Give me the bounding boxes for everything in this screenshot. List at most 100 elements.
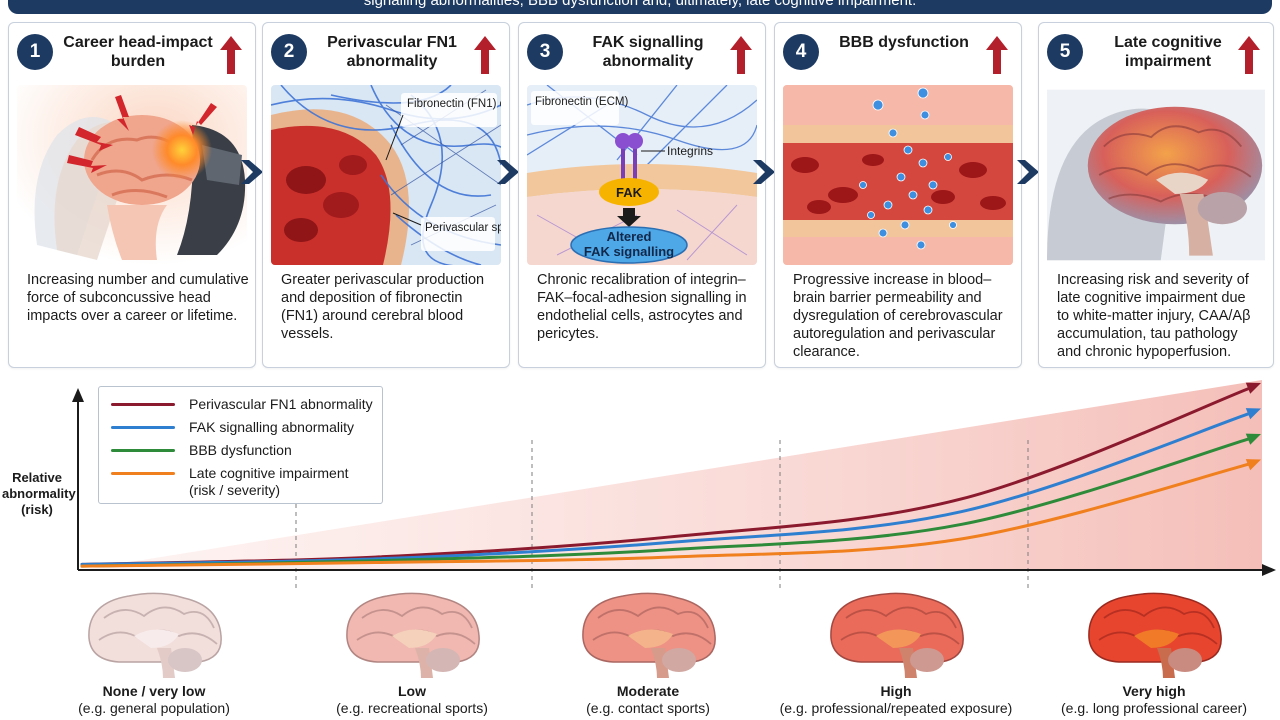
stage-number: 2: [271, 34, 307, 70]
brain-icon: [582, 592, 716, 678]
legend-item: Late cognitive impairment (risk / severi…: [111, 465, 376, 498]
stage-card-5: 5 Late cognitive impairment Increasing r…: [1038, 22, 1274, 368]
level-example: (e.g. long professional career): [1061, 700, 1247, 716]
stage-card-1: 1 Career head-impact burden Increasing n…: [8, 22, 256, 368]
integrins-label: Integrins: [667, 144, 713, 158]
exposure-level-moderate: Moderate (e.g. contact sports): [528, 588, 768, 720]
brain-outline: [1088, 592, 1222, 663]
brain-corpus: [392, 629, 437, 648]
cerebellum: [910, 648, 944, 672]
head-impact-illustration: [17, 85, 247, 265]
fibronectin-vessel-illustration: Fibronectin (FN1) deposition Perivascula…: [271, 85, 501, 265]
stage-card-4: 4 BBB dysfunction Progressive increase i…: [774, 22, 1022, 368]
level-example: (e.g. general population): [78, 700, 230, 716]
brain-corpus: [628, 629, 673, 648]
up-arrow-icon: [1238, 36, 1260, 74]
chart-legend: Perivascular FN1 abnormality FAK signall…: [98, 386, 383, 504]
fak-label: FAK: [616, 185, 643, 200]
stage-title: Late cognitive impairment: [1114, 34, 1222, 70]
stage-number: 3: [527, 34, 563, 70]
stage-title: BBB dysfunction: [839, 34, 969, 51]
exposure-level-low: Low (e.g. recreational sports): [292, 588, 532, 720]
brain-outline: [830, 592, 964, 663]
series-arrowhead-2: [1245, 408, 1261, 420]
level-example: (e.g. professional/repeated exposure): [779, 700, 1013, 716]
fak-signalling-illustration: FAK Altered FAK signalling Fibronectin (…: [527, 85, 757, 265]
header-banner: signalling abnormalities, BBB dysfunctio…: [8, 0, 1272, 14]
vessel-label-space: Perivascular space: [425, 222, 501, 234]
brain-corpus: [1134, 629, 1179, 648]
altered-fak-label-2: FAK signalling: [584, 244, 674, 259]
ecm-label: Fibronectin (ECM): [535, 96, 628, 108]
stage-title: Career head-impact burden: [63, 34, 213, 70]
up-arrow-icon: [730, 36, 752, 74]
flow-arrow-icon: [753, 160, 775, 184]
trend-chart: [72, 380, 1276, 590]
level-label: Moderate: [616, 683, 680, 699]
legend-label: FAK signalling abnormality: [189, 419, 354, 435]
cerebellum: [426, 648, 460, 672]
level-label: Low: [398, 683, 426, 699]
stage-card-3: 3 FAK signalling abnormality FAK Altered…: [518, 22, 766, 368]
cerebellum: [1168, 648, 1202, 672]
brain-icon: [88, 592, 222, 678]
stage-number: 4: [783, 34, 819, 70]
stage-card-2: 2 Perivascular FN1 abnormality Fibronect…: [262, 22, 510, 368]
stage-number: 5: [1047, 34, 1083, 70]
exposure-level-none: None / very low (e.g. general population…: [34, 588, 274, 720]
brain-outline: [346, 592, 480, 663]
legend-item: BBB dysfunction: [111, 442, 292, 460]
legend-item: FAK signalling abnormality: [111, 419, 354, 437]
series-line-4: [80, 460, 1257, 568]
up-arrow-icon: [474, 36, 496, 74]
stage-description: Increasing number and cumulative force o…: [27, 272, 249, 324]
legend-label: Perivascular FN1 abnormality: [189, 396, 373, 412]
y-axis-arrow-icon: [72, 388, 84, 402]
series-arrowhead-3: [1245, 433, 1261, 445]
brain-outline: [88, 592, 222, 663]
up-arrow-icon: [220, 36, 242, 74]
exposure-level-very-high: Very high (e.g. long professional career…: [1034, 588, 1274, 720]
flow-arrow-icon: [241, 160, 263, 184]
legend-item: Perivascular FN1 abnormality: [111, 396, 373, 414]
legend-swatch: [111, 403, 175, 406]
level-label: None / very low: [102, 683, 206, 699]
cerebellum: [168, 648, 202, 672]
stage-description: Chronic recalibration of integrin–FAK–fo…: [537, 272, 747, 342]
legend-swatch: [111, 472, 175, 475]
x-axis-arrow-icon: [1262, 564, 1276, 576]
banner-text: signalling abnormalities, BBB dysfunctio…: [363, 0, 917, 9]
series-arrowhead-1: [1245, 382, 1261, 394]
level-label: Very high: [1122, 683, 1186, 699]
flow-arrow-icon: [497, 160, 519, 184]
legend-label: BBB dysfunction: [189, 442, 292, 458]
stage-number: 1: [17, 34, 53, 70]
brain-corpus: [876, 629, 921, 648]
flow-arrow-icon: [1017, 160, 1039, 184]
bbb-leakage-illustration: [783, 85, 1013, 265]
brain-degeneration-illustration: [1047, 89, 1265, 261]
stage-description: Progressive increase in blood–brain barr…: [793, 272, 1003, 360]
brain-icon: [830, 592, 964, 678]
level-label: High: [880, 683, 912, 699]
y-axis-label: Relative abnormality (risk): [2, 470, 76, 517]
exposure-level-high: High (e.g. professional/repeated exposur…: [776, 588, 1016, 720]
series-arrowhead-4: [1245, 459, 1261, 471]
up-arrow-icon: [986, 36, 1008, 74]
stage-title: FAK signalling abnormality: [592, 34, 704, 70]
altered-fak-label: Altered: [607, 229, 652, 244]
stage-description: Increasing risk and severity of late cog…: [1057, 272, 1251, 360]
brain-icon: [1088, 592, 1222, 678]
legend-swatch: [111, 426, 175, 429]
level-example: (e.g. contact sports): [586, 700, 710, 716]
cerebellum: [662, 648, 696, 672]
brain-icon: [346, 592, 480, 678]
brain-outline: [582, 592, 716, 663]
level-example: (e.g. recreational sports): [336, 700, 488, 716]
stage-description: Greater perivascular production and depo…: [281, 272, 485, 342]
stage-title: Perivascular FN1 abnormality: [327, 34, 457, 70]
vessel-label-fn1: Fibronectin (FN1) deposition: [407, 98, 501, 110]
legend-label: Late cognitive impairment (risk / severi…: [189, 465, 349, 498]
legend-swatch: [111, 449, 175, 452]
brain-corpus: [134, 629, 179, 648]
